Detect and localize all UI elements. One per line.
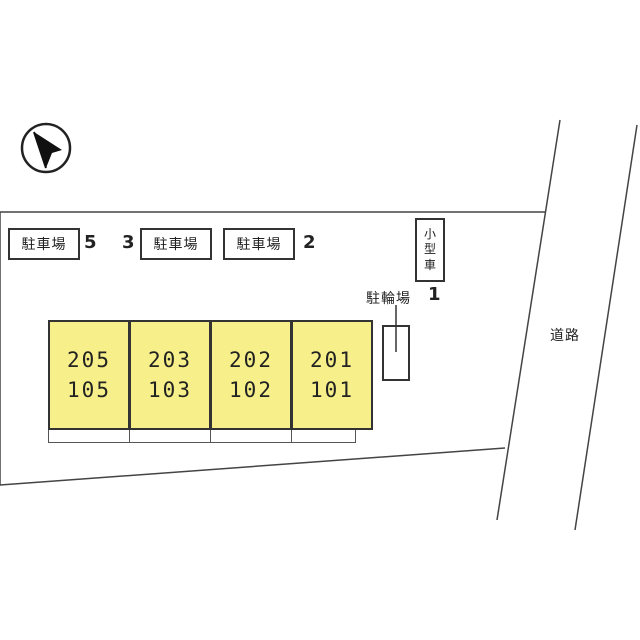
parking-spot-2-number: 2 (303, 232, 316, 253)
parking-spot-2-label: 駐車場 (236, 237, 282, 253)
small-car-label-2: 型 (423, 242, 436, 257)
unit-upper-number: 201 (310, 347, 354, 372)
parking-spot-5-label: 駐車場 (21, 237, 67, 253)
balcony-201-101 (291, 430, 356, 443)
unit-lower-number: 103 (148, 378, 192, 402)
bicycle-parking-number: 1 (428, 284, 441, 305)
parking-spot-3: 駐車場 (140, 228, 212, 260)
balcony-203-103 (129, 430, 211, 443)
north-arrow-icon (20, 122, 72, 174)
road-edge-right (574, 124, 638, 531)
small-car-label-3: 車 (423, 257, 436, 272)
unit-upper-number: 202 (229, 347, 273, 372)
lot-boundary (0, 211, 545, 486)
bicycle-parking-text: 駐輪場 (366, 291, 411, 307)
parking-spot-3-number: 3 (122, 232, 135, 253)
parking-spot-3-label: 駐車場 (153, 237, 199, 253)
building-unit-202-102: 202 102 (210, 320, 292, 430)
parking-spot-2: 駐車場 (223, 228, 295, 260)
road-label: 道路 (550, 325, 580, 345)
small-car-label-1: 小 (423, 226, 436, 241)
unit-upper-number: 203 (148, 347, 192, 372)
unit-lower-number: 105 (67, 378, 111, 402)
unit-lower-number: 101 (310, 378, 354, 402)
balcony-205-105 (48, 430, 130, 443)
balcony-202-102 (210, 430, 292, 443)
small-car-spot: 小 型 車 (415, 218, 445, 282)
unit-lower-number: 102 (229, 378, 273, 402)
road-edge-left (496, 119, 561, 521)
building-unit-201-101: 201 101 (291, 320, 373, 430)
building-unit-203-103: 203 103 (129, 320, 211, 430)
unit-upper-number: 205 (67, 347, 111, 372)
building-unit-205-105: 205 105 (48, 320, 130, 430)
parking-spot-5: 駐車場 (8, 228, 80, 260)
road-label-text: 道路 (550, 328, 580, 344)
bicycle-parking-label: 駐輪場 (366, 288, 411, 308)
parking-spot-5-number: 5 (84, 232, 97, 253)
